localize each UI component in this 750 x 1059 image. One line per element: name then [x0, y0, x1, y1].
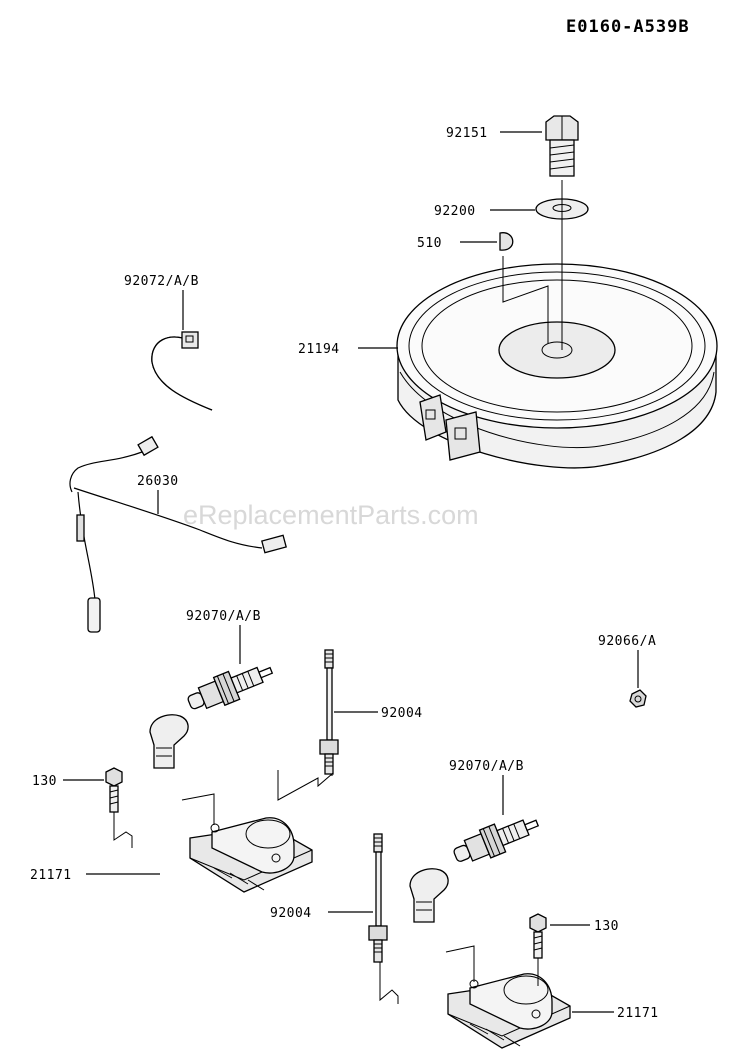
label-92070-left: 92070/A/B — [186, 609, 261, 624]
label-92070-right: 92070/A/B — [449, 759, 524, 774]
label-130-right: 130 — [594, 919, 619, 934]
ignition-coil-right-part[interactable] — [409, 868, 571, 1049]
label-130-left: 130 — [32, 774, 57, 789]
spark-plug-left-part[interactable] — [184, 656, 277, 717]
diagram-code: E0160-A539B — [566, 17, 690, 37]
stud-left-part[interactable] — [319, 649, 339, 775]
label-21171-right: 21171 — [617, 1006, 659, 1021]
flywheel-part[interactable] — [396, 263, 718, 469]
label-92072: 92072/A/B — [124, 274, 199, 289]
watermark: eReplacementParts.com — [183, 500, 479, 530]
nut-part[interactable] — [629, 689, 647, 708]
label-21194: 21194 — [298, 342, 340, 357]
stud-right-part[interactable] — [368, 833, 388, 963]
label-92200: 92200 — [434, 204, 476, 219]
ignition-coil-left-part[interactable] — [149, 714, 313, 893]
woodruff-key-part[interactable] — [499, 232, 514, 251]
label-510: 510 — [417, 236, 442, 251]
spark-plug-right-part[interactable] — [450, 809, 543, 870]
bolt-left-part[interactable] — [105, 767, 123, 813]
label-92066: 92066/A — [598, 634, 656, 649]
lead-wire-part[interactable] — [151, 331, 213, 411]
label-92151: 92151 — [446, 126, 488, 141]
label-92004-left: 92004 — [381, 706, 423, 721]
bolt-right-part[interactable] — [529, 913, 547, 959]
label-92004-right: 92004 — [270, 906, 312, 921]
label-26030: 26030 — [137, 474, 179, 489]
harness-part[interactable] — [69, 435, 287, 633]
flywheel-bolt-part[interactable] — [545, 115, 579, 177]
label-21171-left: 21171 — [30, 868, 72, 883]
